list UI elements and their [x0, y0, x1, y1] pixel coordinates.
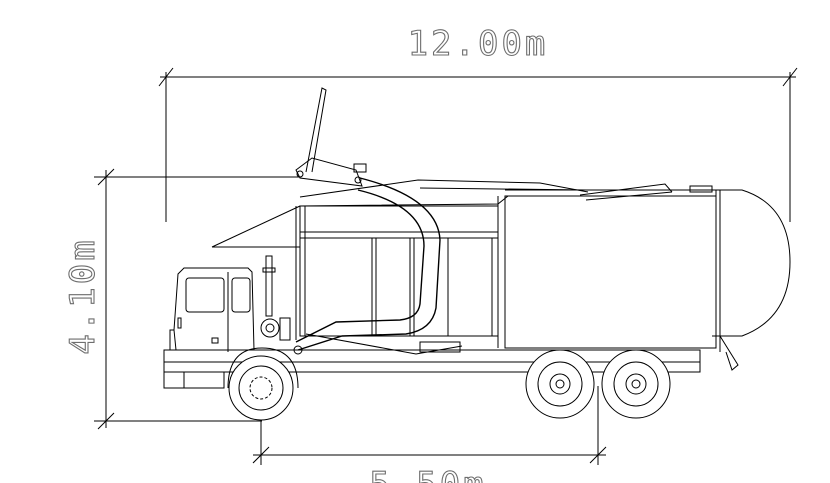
garbage-truck — [163, 87, 791, 421]
length-dimension: 12.00m — [158, 23, 798, 222]
exhaust-clamp — [262, 267, 276, 273]
rear-wheel-1-rim — [537, 361, 583, 407]
rear-wheel-2-tire — [601, 349, 671, 419]
canopy-upper — [211, 205, 301, 248]
fork-arm — [305, 87, 327, 173]
exhaust-stack — [265, 255, 273, 317]
hydraulic-pump — [279, 317, 291, 341]
lift-cylinder — [305, 333, 463, 355]
wheelbase-tick-right — [589, 446, 607, 464]
cab-mirror — [177, 317, 182, 329]
body-rear-section — [504, 195, 717, 349]
roof-line-mid — [419, 187, 587, 191]
roof-line-upper — [299, 179, 589, 198]
roof-line-lower — [299, 195, 509, 207]
cab-door-handle — [211, 337, 219, 344]
rear-wheel-2-hub — [625, 373, 647, 395]
roof-rear-rail — [579, 183, 673, 196]
lift-arm-outer — [297, 177, 441, 351]
front-bumper-step — [163, 371, 225, 389]
front-wheel-hub — [249, 376, 273, 400]
wheelbase-tick-left — [252, 446, 270, 464]
height-tick-top — [97, 168, 115, 186]
front-wheel-tire — [228, 355, 294, 421]
rear-wheel-1-axle — [555, 379, 565, 389]
roof-rear-rail-lower — [585, 191, 673, 201]
rear-wheel-2-rim — [613, 361, 659, 407]
cab-window-front — [185, 277, 225, 313]
wheelbase-dimension: 5.50m — [252, 386, 607, 483]
tailgate-latch — [719, 335, 739, 371]
rear-wheel-1-tire — [525, 349, 595, 419]
fork-pin-1 — [296, 170, 304, 178]
cab-window-side — [231, 277, 251, 313]
hydraulic-reservoir-cap — [265, 323, 275, 333]
chassis-frame — [163, 349, 701, 373]
height-label: 4.10m — [63, 237, 103, 354]
fork-pin-2 — [354, 176, 362, 184]
length-tick-right — [782, 67, 798, 87]
cab-body — [173, 267, 255, 351]
rear-wheel-2-axle — [631, 379, 641, 389]
wheelbase-label: 5.50m — [369, 465, 486, 483]
length-tick-left — [158, 67, 174, 87]
rear-tailgate — [712, 189, 791, 337]
front-fender — [227, 347, 299, 389]
front-wheel-rim — [238, 365, 284, 411]
hopper-frame — [299, 205, 499, 337]
fork-pivot — [295, 157, 363, 187]
roof-rear-bracket — [689, 185, 713, 193]
height-dimension: 4.10m — [62, 168, 300, 430]
rear-wheel-1-hub — [549, 373, 571, 395]
height-tick-bottom — [97, 412, 115, 430]
lift-arm-inner — [295, 189, 425, 343]
hydraulic-reservoir — [260, 318, 280, 338]
lift-cylinder-bracket — [419, 341, 461, 353]
overall-length-label: 12.00m — [408, 24, 549, 64]
fork-bracket — [353, 163, 367, 173]
